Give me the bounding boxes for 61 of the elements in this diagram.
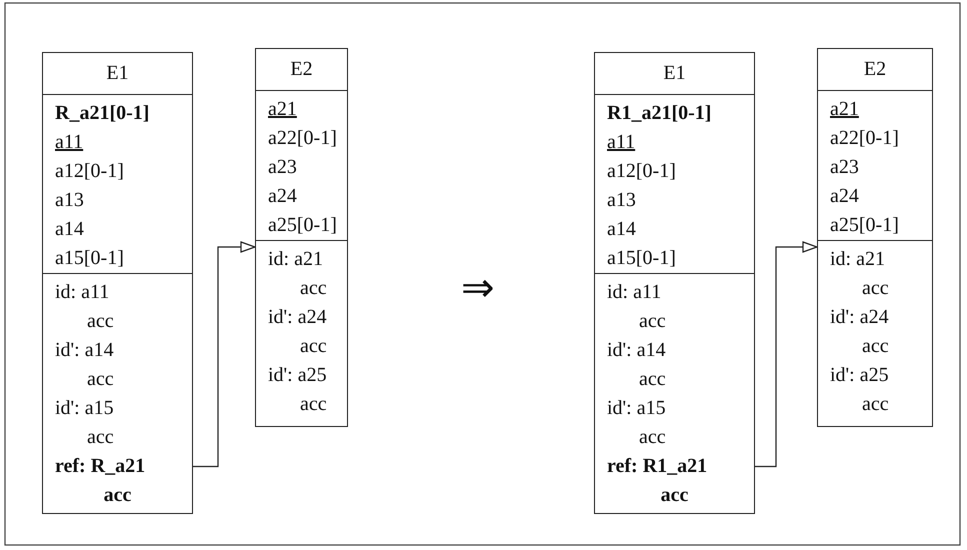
attribute-name: R_a21[0-1] [55,101,150,126]
constraint-text: acc [300,392,327,417]
constraint-text: id': a25 [268,363,327,388]
entity-box [42,52,193,514]
attribute-name: a23 [268,155,297,180]
constraint-text: acc [639,367,666,392]
constraint-text: id': a14 [55,338,114,363]
attribute-name: a12[0-1] [55,159,124,184]
entity-name: E2 [864,57,886,82]
reference-arrow [755,241,818,468]
reference-arrow [193,241,256,468]
constraint-text: id: a11 [55,280,110,305]
transformation-symbol: ⇒ [461,268,495,308]
constraint-text: ref: R_a21 [55,454,146,479]
entity-box [255,48,348,427]
attribute-name: a22[0-1] [268,126,337,151]
attribute-name: a12[0-1] [607,159,676,184]
constraint-text: acc [104,483,132,508]
constraint-text: id': a24 [268,305,327,330]
attribute-name: a15[0-1] [55,246,124,271]
constraint-text: id: a21 [830,247,885,272]
constraint-text: ref: R1_a21 [607,454,708,479]
attribute-name: a21 [268,97,297,122]
constraint-text: acc [300,334,327,359]
attribute-name: a11 [55,130,84,155]
attribute-name: a24 [830,184,859,209]
attribute-name: a24 [268,184,297,209]
entity-name: E1 [106,61,129,86]
attribute-name: a11 [607,130,636,155]
constraint-text: acc [87,367,114,392]
attribute-name: a13 [607,188,636,213]
constraint-text: acc [639,425,666,450]
constraint-text: acc [87,309,114,334]
constraint-text: id: a21 [268,247,323,272]
entity-box [594,52,755,514]
constraint-text: acc [87,425,114,450]
constraint-text: acc [862,276,889,301]
constraint-text: acc [639,309,666,334]
constraint-text: acc [300,276,327,301]
attribute-name: a23 [830,155,859,180]
attribute-name: a21 [830,97,859,122]
attribute-name: a15[0-1] [607,246,676,271]
attribute-name: a25[0-1] [268,213,337,238]
constraint-text: id': a24 [830,305,889,330]
attribute-name: a25[0-1] [830,213,899,238]
attribute-name: R1_a21[0-1] [607,101,712,126]
constraint-text: acc [660,483,688,508]
constraint-text: id': a25 [830,363,889,388]
attribute-name: a14 [55,217,84,242]
constraint-text: id': a15 [55,396,114,421]
attribute-name: a13 [55,188,84,213]
entity-name: E2 [290,57,313,82]
attribute-name: a14 [607,217,636,242]
attribute-name: a22[0-1] [830,126,899,151]
constraint-text: acc [862,392,889,417]
constraint-text: acc [862,334,889,359]
entity-box [817,48,933,427]
entity-name: E1 [663,61,686,86]
constraint-text: id': a14 [607,338,666,363]
constraint-text: id': a15 [607,396,666,421]
constraint-text: id: a11 [607,280,662,305]
